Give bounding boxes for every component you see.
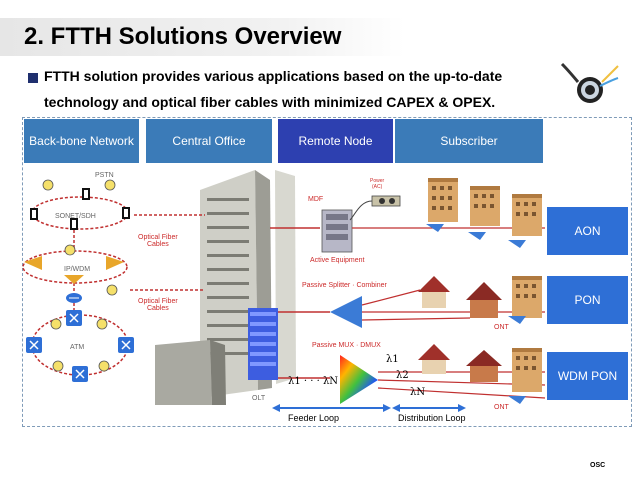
label-feeder-loop: Feeder Loop bbox=[288, 413, 340, 423]
olt-rack-icon bbox=[248, 308, 278, 380]
apartment-building-icon bbox=[512, 348, 542, 392]
ont-icon bbox=[508, 396, 526, 404]
apartment-building-icon bbox=[428, 178, 458, 222]
label-olt: OLT bbox=[252, 395, 266, 402]
label-pstn: PSTN bbox=[95, 172, 114, 179]
atm-switch-icon bbox=[26, 337, 42, 353]
label-ont-wdm: ONT bbox=[494, 404, 509, 411]
header-backbone-network: Back-bone Network bbox=[24, 119, 139, 163]
wdm-node-icon bbox=[24, 256, 42, 270]
bullet-marker bbox=[28, 73, 38, 83]
link-icon bbox=[42, 179, 54, 191]
apartment-building-icon bbox=[470, 186, 500, 226]
box-wdm-pon: WDM PON bbox=[547, 352, 628, 400]
feeder-lines bbox=[270, 227, 330, 379]
optical-fiber-line bbox=[130, 214, 205, 291]
title-bar bbox=[0, 18, 405, 56]
header-subscriber: Subscriber bbox=[395, 119, 543, 163]
atm-switch-icon bbox=[118, 337, 134, 353]
osc-logo: OSC bbox=[590, 462, 606, 469]
label-lambda-1: λ1 bbox=[386, 354, 399, 365]
fiber-cable-icon bbox=[560, 62, 619, 103]
link-icon bbox=[104, 179, 116, 191]
page-title: 2. FTTH Solutions Overview bbox=[24, 23, 342, 50]
passive-mux-icon bbox=[340, 355, 378, 404]
ont-icon bbox=[426, 224, 444, 232]
label-lambda-n: λN bbox=[410, 387, 426, 398]
label-lambda-2: λ2 bbox=[396, 370, 409, 381]
label-lambda-sequence: λ1 · · · λN bbox=[288, 376, 339, 387]
power-ac-icon bbox=[349, 195, 401, 221]
active-equipment-icon bbox=[321, 209, 353, 253]
house-icon bbox=[418, 276, 450, 308]
label-atm: ATM bbox=[70, 344, 85, 351]
passive-splitter-icon bbox=[330, 296, 362, 328]
sdh-node-icon bbox=[70, 218, 78, 230]
sdh-node-icon bbox=[122, 207, 130, 219]
diagram-frame bbox=[22, 117, 632, 427]
house-icon bbox=[466, 350, 502, 382]
link-icon bbox=[98, 360, 110, 372]
label-optical-fiber-1: Optical Fiber Cables bbox=[138, 234, 178, 248]
label-passive-splitter: Passive Splitter · Combiner bbox=[302, 282, 387, 289]
label-ont-pon: ONT bbox=[494, 324, 509, 331]
header-central-office: Central Office bbox=[146, 119, 272, 163]
wdm-node-icon bbox=[64, 275, 84, 284]
link-icon bbox=[52, 360, 64, 372]
ont-icon bbox=[508, 240, 526, 248]
distribution-loop-arrow bbox=[392, 404, 466, 412]
label-distribution-loop: Distribution Loop bbox=[398, 413, 466, 423]
bullet-text-line1: FTTH solution provides various applicati… bbox=[44, 68, 503, 84]
atm-switch-icon bbox=[72, 366, 88, 382]
label-passive-mux: Passive MUX · DMUX bbox=[312, 342, 381, 349]
header-remote-node: Remote Node bbox=[278, 119, 393, 163]
label-active-equipment: Active Equipment bbox=[310, 257, 365, 264]
sdh-node-icon bbox=[82, 188, 90, 200]
label-sonet-sdh: SONET/SDH bbox=[55, 213, 96, 220]
link-icon bbox=[106, 284, 118, 296]
house-icon bbox=[466, 282, 502, 318]
ont-icon bbox=[468, 232, 486, 240]
ont-icon bbox=[508, 316, 526, 324]
central-office-building bbox=[155, 170, 296, 405]
atm-switch-icon bbox=[66, 310, 82, 326]
wdm-node-icon bbox=[106, 256, 124, 270]
link-icon bbox=[64, 244, 76, 256]
router-icon bbox=[66, 293, 82, 303]
apartment-building-icon bbox=[512, 276, 542, 318]
box-pon: PON bbox=[547, 276, 628, 324]
bullet-text-line2: technology and optical fiber cables with… bbox=[44, 94, 496, 110]
label-optical-fiber-2: Optical Fiber Cables bbox=[138, 298, 178, 312]
house-icon bbox=[418, 344, 450, 374]
link-icon bbox=[50, 318, 62, 330]
label-mdf: MDF bbox=[308, 196, 324, 203]
label-power-ac: Power (AC) bbox=[370, 178, 385, 190]
label-ip-wdm: IP/WDM bbox=[64, 266, 91, 273]
feeder-loop-arrow bbox=[272, 404, 391, 412]
apartment-building-icon bbox=[512, 194, 542, 236]
sdh-node-icon bbox=[30, 208, 38, 220]
box-aon: AON bbox=[547, 207, 628, 255]
link-icon bbox=[96, 318, 108, 330]
